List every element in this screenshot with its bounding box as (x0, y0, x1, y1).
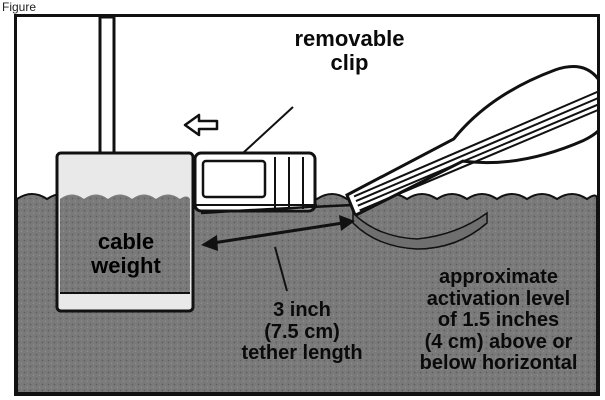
diagram-frame: removable clip cable weight 3 inch (7.5 … (14, 14, 600, 396)
tether-length-label: 3 inch (7.5 cm) tether length (241, 299, 363, 365)
float-switch (345, 65, 597, 218)
removable-clip-label: removable clip (294, 26, 405, 75)
diagram-scene (17, 17, 597, 393)
cable-weight-box (55, 151, 195, 313)
double-headed-arrow-icon (201, 215, 355, 251)
cable-weight-label: cable weight (91, 229, 161, 278)
removable-clip (193, 151, 317, 213)
page-label: Figure (2, 0, 37, 14)
float-submerged (352, 211, 488, 250)
clip-pointer (242, 106, 294, 154)
activation-level-label: approximate activation level of 1.5 inch… (419, 266, 578, 375)
left-arrow-icon (183, 113, 219, 137)
tether-cord (200, 203, 354, 215)
tether-pointer (274, 246, 288, 292)
cable (98, 17, 116, 159)
